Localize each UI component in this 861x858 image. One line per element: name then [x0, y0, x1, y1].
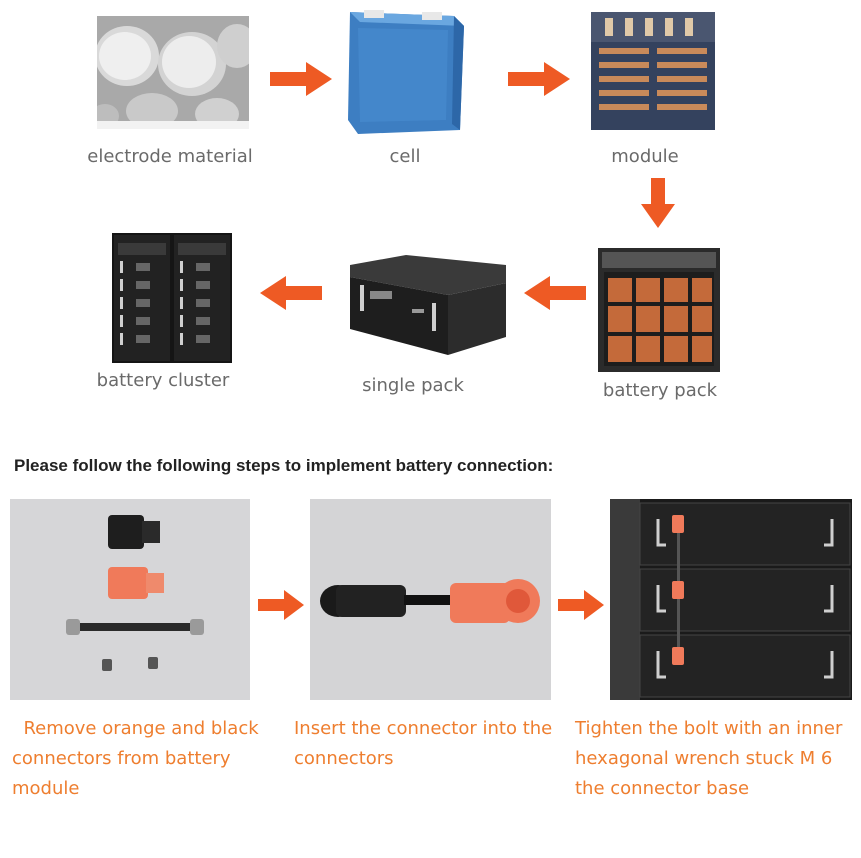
- label-cell: cell: [389, 146, 421, 167]
- arrow-right-icon: [258, 590, 304, 620]
- arrow-left-icon: [524, 276, 586, 310]
- battery-cluster-image: [112, 233, 232, 363]
- arrow-left-icon: [260, 276, 322, 310]
- battery-pack-image: [598, 248, 720, 372]
- electrode-material-image: [97, 16, 249, 129]
- label-module: module: [611, 146, 679, 167]
- label-battery-pack: battery pack: [602, 380, 718, 401]
- step-3-photo: [610, 499, 852, 700]
- single-pack-image: [346, 255, 508, 355]
- arrow-right-icon: [508, 62, 570, 96]
- step-1-photo: [10, 499, 250, 700]
- instructions-heading: Please follow the following steps to imp…: [14, 456, 554, 475]
- cell-image: [344, 8, 468, 134]
- label-electrode-material: electrode material: [87, 146, 253, 167]
- label-single-pack: single pack: [362, 375, 464, 396]
- arrow-right-icon: [558, 590, 604, 620]
- step-2-photo: [310, 499, 551, 700]
- step-1-text: Remove orange and black connectors from …: [12, 718, 265, 799]
- module-image: [591, 12, 715, 130]
- step-2-text: Insert the connector into the connectors: [294, 718, 553, 769]
- label-battery-cluster: battery cluster: [96, 370, 230, 391]
- step-3-text: Tighten the bolt with an inner hexagonal…: [575, 718, 843, 799]
- arrow-right-icon: [270, 62, 332, 96]
- arrow-down-icon: [641, 178, 675, 228]
